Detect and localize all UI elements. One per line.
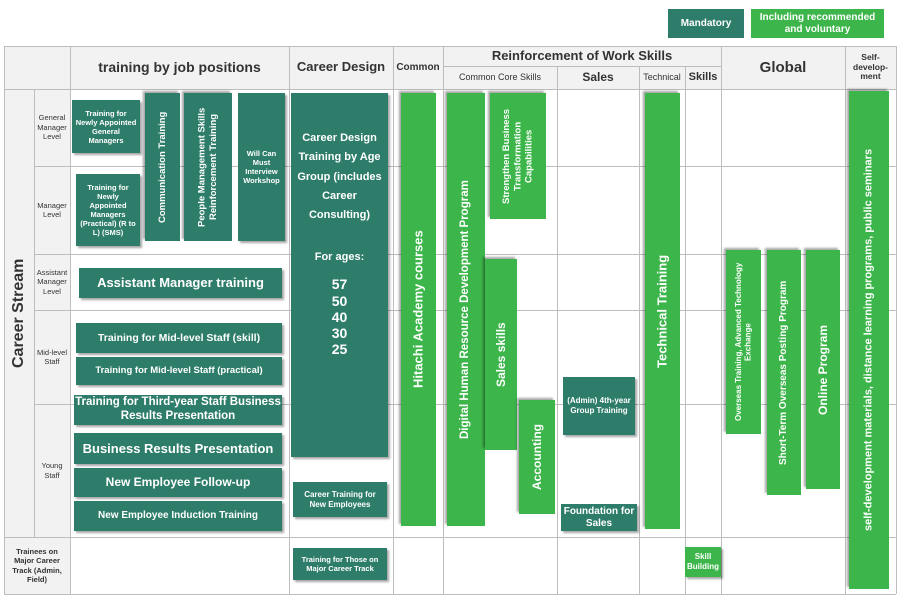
- hitachi-academy-box: Hitachi Academy courses: [401, 93, 436, 526]
- admin-4th-year-box: (Admin) 4th-year Group Training: [563, 377, 635, 435]
- will-can-must-box: Will Can Must Interview Workshop: [238, 93, 285, 241]
- header-technical: Technical: [643, 72, 681, 83]
- row-label-mid-level: Mid-level Staff: [36, 347, 67, 366]
- header-common: Common: [396, 61, 440, 73]
- header-job-positions: training by job positions: [98, 59, 261, 76]
- career-stream-title: Career Stream: [9, 258, 27, 368]
- digital-hr-box: Digital Human Resource Development Progr…: [447, 93, 485, 526]
- technical-training-box: Technical Training: [645, 93, 680, 529]
- grid-line: [443, 46, 444, 594]
- header-career-design: Career Design: [296, 59, 386, 75]
- grid-line: [896, 46, 897, 594]
- follow-up-box: New Employee Follow-up: [74, 468, 282, 497]
- header-sales: Sales: [582, 69, 614, 84]
- row-label-assistant-manager: Assistant Manager Level: [36, 267, 68, 296]
- age-value: 50: [331, 292, 348, 309]
- row-label-young-staff: Young Staff: [41, 461, 63, 480]
- grid-line: [443, 66, 721, 67]
- assistant-manager-box: Assistant Manager training: [79, 268, 282, 298]
- people-management-box: People Management Skills Reinforcement T…: [184, 93, 232, 241]
- communication-training-box: Communication Training: [145, 93, 180, 241]
- legend-mandatory: Mandatory: [668, 9, 744, 38]
- grid-line: [4, 46, 896, 47]
- grid-line: [4, 46, 5, 594]
- grid-line: [70, 46, 71, 594]
- foundation-sales-box: Foundation for Sales: [561, 504, 637, 531]
- side-background: [4, 89, 70, 594]
- grid-line: [4, 594, 896, 595]
- age-value: 25: [331, 340, 348, 357]
- header-self-development: Self-develop-ment: [853, 51, 888, 82]
- header-common-core: Common Core Skills: [458, 72, 542, 83]
- row-label-manager: Manager Level: [37, 200, 67, 219]
- mid-skill-box: Training for Mid-level Staff (skill): [76, 323, 282, 353]
- career-new-employees-box: Career Training for New Employees: [293, 482, 387, 517]
- grid-line: [4, 89, 896, 90]
- career-design-age-box: Career Design Training by Age Group (inc…: [291, 93, 388, 457]
- grid-line: [393, 46, 394, 594]
- header-skills: Skills: [688, 71, 718, 84]
- skill-building-box: Skill Building: [685, 547, 721, 577]
- ages-list: 57 50 40 30 25: [332, 276, 348, 356]
- mid-practical-box: Training for Mid-level Staff (practical): [76, 357, 282, 385]
- age-value: 57: [331, 276, 348, 293]
- strengthen-business-box: Strengthen Business Transformation Capab…: [490, 93, 546, 219]
- for-ages-label: For ages:: [314, 251, 365, 264]
- business-results-box: Business Results Presentation: [74, 433, 282, 464]
- header-reinforcement: Reinforcement of Work Skills: [491, 47, 673, 63]
- overseas-training-box: Overseas Training, Advanced Technology E…: [726, 250, 761, 434]
- grid-line: [557, 66, 558, 594]
- grid-line: [289, 46, 290, 594]
- grid-line: [685, 66, 686, 594]
- age-value: 30: [331, 324, 348, 341]
- header-background: [4, 46, 896, 89]
- self-development-box: self-development materials, distance lea…: [849, 91, 889, 589]
- age-value: 40: [331, 308, 348, 325]
- third-year-box: Training for Third-year Staff Business R…: [74, 395, 282, 425]
- manager-training-box: Training for Newly Appointed Managers (P…: [76, 174, 140, 246]
- online-program-box: Online Program: [806, 250, 840, 489]
- row-label-general-manager: General Manager Level: [37, 113, 67, 142]
- major-career-track-box: Training for Those on Major Career Track: [293, 548, 387, 580]
- grid-line: [4, 537, 896, 538]
- legend-recommended: Including recommended and voluntary: [751, 9, 884, 38]
- career-design-age-label: Career Design Training by Age Group (inc…: [297, 132, 382, 221]
- induction-box: New Employee Induction Training: [74, 501, 282, 531]
- header-global: Global: [759, 58, 807, 76]
- gm-training-box: Training for Newly Appointed General Man…: [72, 100, 140, 153]
- grid-line: [721, 46, 722, 594]
- short-term-overseas-box: Short-Term Overseas Posting Program: [767, 250, 801, 495]
- row-label-trainees: Trainees on Major Career Track (Admin, F…: [12, 546, 62, 584]
- grid-line: [639, 66, 640, 594]
- grid-line: [34, 89, 35, 537]
- grid-line: [845, 46, 846, 594]
- accounting-box: Accounting: [519, 400, 555, 514]
- sales-skills-box: Sales skills: [485, 259, 517, 450]
